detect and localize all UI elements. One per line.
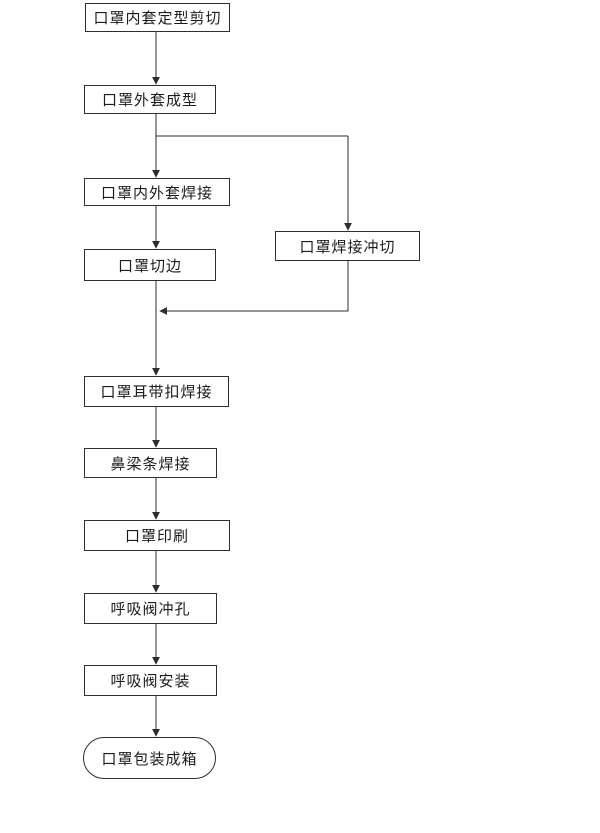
node-inner-shaping-cut: 口罩内套定型剪切 [85, 3, 230, 32]
node-label: 口罩外套成型 [101, 92, 198, 109]
node-ear-strap-welding: 口罩耳带扣焊接 [84, 376, 229, 407]
node-label: 口罩内套定型剪切 [93, 10, 222, 27]
node-label: 口罩切边 [117, 257, 182, 275]
node-valve-installation: 呼吸阀安装 [84, 665, 217, 696]
node-label: 口罩包装成箱 [101, 750, 198, 768]
node-edge-trimming: 口罩切边 [84, 249, 216, 281]
node-label: 呼吸阀安装 [110, 673, 191, 690]
node-printing: 口罩印刷 [84, 520, 230, 551]
node-label: 口罩内外套焊接 [100, 184, 213, 202]
node-label: 呼吸阀冲孔 [110, 601, 191, 618]
node-label: 鼻梁条焊接 [110, 455, 191, 473]
node-inner-outer-welding: 口罩内外套焊接 [84, 178, 230, 206]
node-nose-bridge-welding: 鼻梁条焊接 [84, 448, 217, 478]
node-packing: 口罩包装成箱 [83, 737, 216, 779]
node-label: 口罩耳带扣焊接 [100, 384, 213, 401]
node-valve-punching: 呼吸阀冲孔 [84, 593, 217, 624]
node-outer-forming: 口罩外套成型 [84, 85, 216, 114]
node-label: 口罩印刷 [124, 528, 189, 545]
node-weld-punch-cut: 口罩焊接冲切 [275, 231, 420, 261]
node-label: 口罩焊接冲切 [299, 238, 396, 256]
